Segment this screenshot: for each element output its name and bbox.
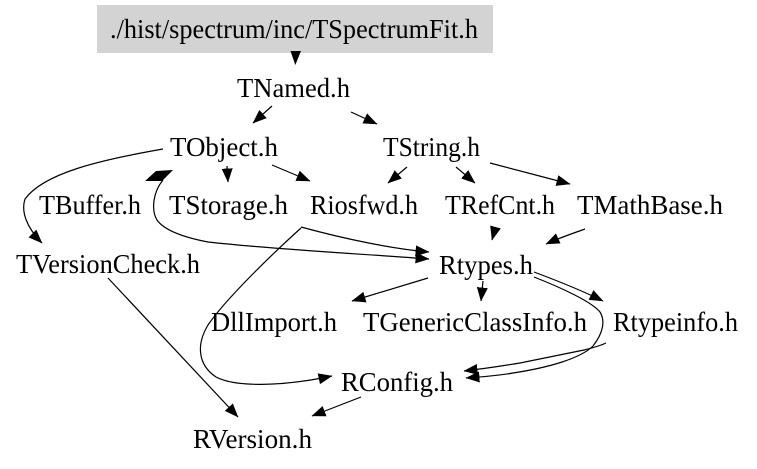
- svg-text:TMathBase.h: TMathBase.h: [577, 190, 723, 220]
- svg-text:TObject.h: TObject.h: [170, 132, 278, 162]
- svg-text:RConfig.h: RConfig.h: [341, 367, 453, 397]
- svg-text:DllImport.h: DllImport.h: [211, 307, 337, 337]
- svg-text:TString.h: TString.h: [383, 132, 480, 162]
- svg-text:TGenericClassInfo.h: TGenericClassInfo.h: [363, 307, 587, 337]
- svg-text:Rtypes.h: Rtypes.h: [439, 250, 533, 280]
- svg-text:TStorage.h: TStorage.h: [169, 190, 288, 220]
- svg-text:TNamed.h: TNamed.h: [237, 73, 350, 103]
- svg-text:TVersionCheck.h: TVersionCheck.h: [16, 249, 200, 279]
- svg-text:TBuffer.h: TBuffer.h: [39, 190, 141, 220]
- svg-text:./hist/spectrum/inc/TSpectrumF: ./hist/spectrum/inc/TSpectrumFit.h: [110, 14, 478, 44]
- svg-text:TRefCnt.h: TRefCnt.h: [445, 190, 555, 220]
- svg-text:RVersion.h: RVersion.h: [193, 424, 312, 454]
- svg-text:Riosfwd.h: Riosfwd.h: [310, 190, 418, 220]
- svg-text:Rtypeinfo.h: Rtypeinfo.h: [613, 307, 738, 337]
